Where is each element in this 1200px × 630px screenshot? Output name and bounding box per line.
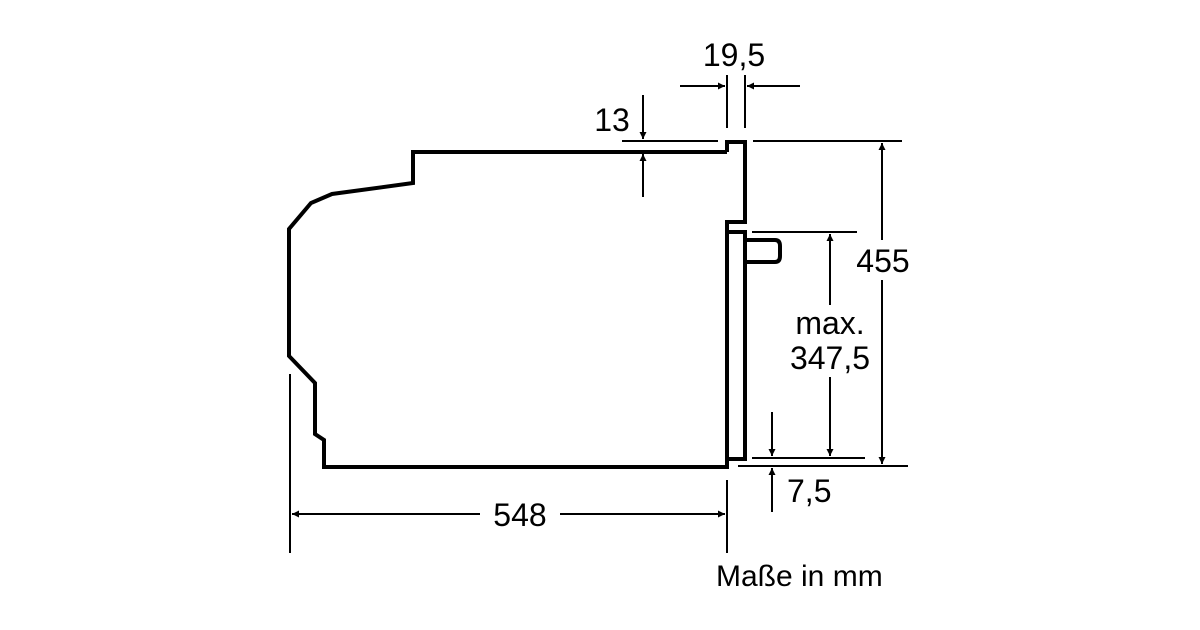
dim-455: 455: [856, 243, 909, 279]
dim-548: 548: [493, 497, 546, 533]
dim-7-5: 7,5: [787, 473, 831, 509]
unit-note: Maße in mm: [716, 560, 883, 593]
dim-max-label: max.: [795, 305, 864, 341]
dim-347-5: 347,5: [790, 340, 870, 376]
oven-handle: [745, 238, 782, 264]
oven-top-panel: [725, 140, 747, 232]
dim-19-5: 19,5: [703, 37, 765, 73]
dim-13: 13: [594, 102, 630, 138]
oven-body-outline: [287, 150, 729, 469]
oven-door-panel: [725, 230, 747, 461]
